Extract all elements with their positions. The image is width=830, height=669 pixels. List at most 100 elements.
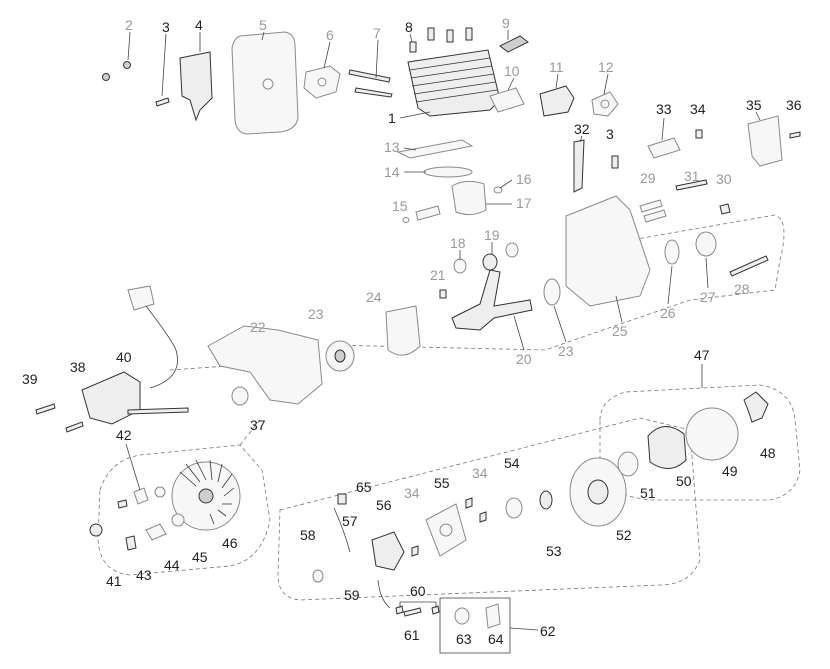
seal-part-37 — [231, 386, 249, 406]
label-32: 32 — [574, 121, 590, 137]
label-65: 65 — [356, 479, 372, 495]
hose-part-57 — [333, 507, 351, 553]
label-2: 2 — [125, 17, 133, 33]
fitting-part-64 — [485, 603, 501, 629]
bracket-part-4 — [179, 51, 213, 122]
label-27: 27 — [700, 289, 716, 305]
screw-part-8c — [446, 29, 454, 43]
screw-part-3a — [155, 97, 170, 107]
washer-part-2a — [102, 73, 110, 81]
pawl-part-44 — [145, 523, 167, 541]
label-38: 38 — [70, 359, 86, 375]
seal-part-58 — [312, 569, 324, 583]
pin-part-15 — [415, 205, 441, 221]
label-36: 36 — [786, 97, 802, 113]
label-25: 25 — [612, 323, 628, 339]
screw-part-3b — [611, 155, 619, 169]
leader-7 — [375, 39, 379, 79]
label-55: 55 — [434, 475, 450, 491]
screw-part-36 — [789, 131, 801, 139]
leader-10 — [507, 77, 515, 91]
leader-16 — [499, 179, 513, 189]
label-60: 60 — [410, 583, 426, 599]
label-8: 8 — [405, 19, 413, 35]
bearing-part-54 — [505, 497, 523, 519]
label-61: 61 — [404, 627, 420, 643]
label-63: 63 — [456, 631, 472, 647]
label-22: 22 — [250, 319, 266, 335]
ring-part-26 — [664, 239, 680, 265]
label-3a: 3 — [162, 19, 170, 35]
lower-group-outline — [277, 417, 701, 601]
label-9: 9 — [502, 15, 510, 31]
ignition-parts — [35, 285, 241, 551]
label-49: 49 — [722, 463, 738, 479]
bearing-part-18 — [453, 258, 467, 274]
part-labels: 1 2 3 3 4 5 6 7 8 9 10 11 12 13 14 15 16… — [22, 15, 802, 647]
label-47: 47 — [694, 347, 710, 363]
clip-part-16 — [493, 186, 503, 194]
label-44: 44 — [164, 557, 180, 573]
needle-bearing-part-19 — [482, 253, 498, 271]
insulator-part-10 — [489, 87, 525, 113]
clutch-group-outline — [599, 384, 801, 501]
label-33: 33 — [656, 101, 672, 117]
gasket-part-24 — [385, 305, 421, 356]
leader-26 — [667, 265, 673, 305]
leader-12 — [603, 73, 609, 95]
leader-13 — [403, 147, 417, 151]
label-37: 37 — [250, 417, 266, 433]
label-6: 6 — [326, 27, 334, 43]
oil-pump-part-56 — [371, 531, 405, 571]
bolt-part-28 — [729, 255, 769, 277]
flywheel-group-outline — [97, 444, 271, 576]
label-39: 39 — [22, 371, 38, 387]
label-58: 58 — [300, 527, 316, 543]
clip-part-15 — [402, 217, 410, 223]
label-64: 64 — [488, 631, 504, 647]
screw-part-61 — [403, 607, 422, 617]
label-40: 40 — [116, 349, 132, 365]
key-part-21 — [439, 289, 447, 299]
pin-part-29a — [639, 199, 663, 213]
flywheel-link — [239, 419, 261, 446]
worm-part-63 — [454, 607, 470, 625]
label-16: 16 — [516, 171, 532, 187]
label-46: 46 — [222, 535, 238, 551]
label-29: 29 — [640, 170, 656, 186]
bearing-part-23b — [543, 278, 561, 306]
leader-33 — [661, 117, 665, 141]
label-56: 56 — [376, 497, 392, 513]
seal-part-19 — [505, 242, 519, 258]
crankcase-part-25 — [565, 195, 651, 307]
leader-62 — [509, 627, 539, 631]
nut-part-30 — [719, 203, 731, 215]
crankcase-group-outline — [329, 214, 785, 351]
label-23a: 23 — [308, 306, 324, 322]
label-17: 17 — [516, 195, 532, 211]
leader-23b — [553, 305, 567, 343]
bolt-part-31 — [675, 179, 708, 191]
leader-1 — [399, 111, 431, 119]
bolt-part-7a — [348, 69, 391, 83]
drum-hub — [587, 479, 609, 505]
leader-32 — [579, 135, 583, 143]
label-45: 45 — [192, 549, 208, 565]
label-1: 1 — [388, 110, 396, 126]
label-57: 57 — [342, 513, 358, 529]
spark-plug-part-9 — [499, 35, 529, 53]
leader-60 — [399, 601, 437, 608]
label-18: 18 — [450, 235, 466, 251]
cover-hole-55 — [439, 523, 453, 537]
screw-part-34a — [695, 129, 703, 139]
label-13: 13 — [384, 139, 400, 155]
label-28: 28 — [734, 281, 750, 297]
hose-fitting-part-65 — [337, 493, 347, 505]
clutch-shoe-part-50 — [647, 426, 687, 469]
label-10: 10 — [504, 63, 520, 79]
spring-part-45 — [171, 513, 185, 527]
label-31: 31 — [684, 168, 700, 184]
flange-hole — [600, 99, 610, 109]
label-34c: 34 — [472, 465, 488, 481]
screw-part-8a — [409, 41, 417, 53]
